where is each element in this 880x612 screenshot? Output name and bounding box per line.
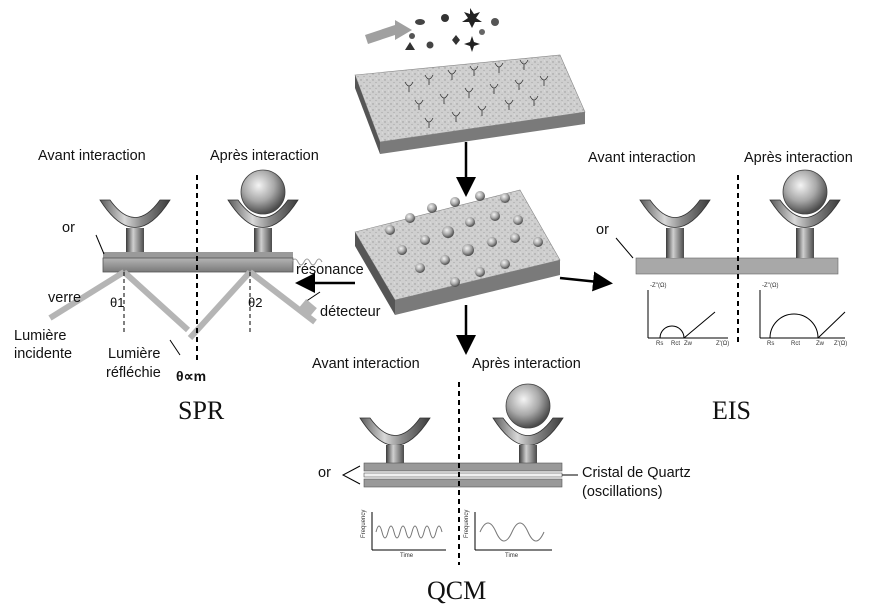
- eis-after-label: Après interaction: [744, 150, 853, 166]
- eis-before-label: Avant interaction: [588, 150, 696, 166]
- spr-title: SPR: [178, 396, 225, 425]
- spr-proportionality: θ∝m: [176, 368, 207, 384]
- spr-or-label: or: [62, 220, 75, 236]
- eis-y-axis-left: -Z''(Ω): [650, 283, 667, 289]
- top-sensor-slab: [354, 54, 586, 154]
- spr-before-label: Avant interaction: [38, 148, 146, 164]
- spr-incident-light-1: Lumière: [14, 328, 67, 344]
- eis-panel: [615, 169, 846, 345]
- eis-zw-right: Zw: [816, 341, 824, 347]
- eis-or-label: or: [596, 222, 609, 238]
- eis-rs-right: Rs: [767, 341, 775, 347]
- qcm-before-label: Avant interaction: [312, 356, 420, 372]
- qcm-y-axis-left: Frequency: [361, 509, 367, 538]
- top-receptors: [404, 59, 549, 128]
- arrow-right: [559, 271, 613, 292]
- spr-incident-light-2: incidente: [14, 346, 73, 362]
- spr-reflected-light-1: Lumière: [108, 346, 161, 362]
- eis-rct-right: Rct: [791, 341, 800, 347]
- spr-detector-label: détecteur: [320, 304, 381, 320]
- qcm-title: QCM: [427, 576, 487, 605]
- qcm-x-axis-left: Time: [400, 553, 414, 559]
- eis-rct-left: Rct: [671, 341, 680, 347]
- spr-verre-label: verre: [48, 290, 82, 306]
- middle-receptors: [385, 191, 543, 287]
- qcm-after-label: Après interaction: [472, 356, 581, 372]
- spr-resonance-label: résonance: [296, 262, 364, 278]
- eis-zw-left: Zw: [684, 341, 692, 347]
- eis-title: EIS: [712, 396, 751, 425]
- qcm-x-axis-right: Time: [505, 553, 519, 559]
- analyte-particles: [365, 8, 499, 52]
- spr-panel: [48, 169, 323, 362]
- eis-x-axis-right: Z'(Ω): [834, 341, 848, 347]
- spr-reflected-light-2: réfléchie: [106, 365, 161, 381]
- spr-after-label: Après interaction: [210, 148, 319, 164]
- qcm-y-axis-right: Frequency: [464, 509, 470, 538]
- qcm-or-label: or: [318, 465, 331, 481]
- middle-sensor-slab: [354, 189, 561, 315]
- eis-x-axis-left: Z'(Ω): [716, 341, 730, 347]
- eis-y-axis-right: -Z''(Ω): [762, 283, 779, 289]
- qcm-crystal-label-1: Cristal de Quartz: [582, 465, 691, 481]
- qcm-crystal-label-2: (oscillations): [582, 484, 663, 500]
- spr-theta2-label: θ2: [248, 295, 263, 310]
- qcm-panel: [341, 382, 578, 565]
- eis-rs-left: Rs: [656, 341, 664, 347]
- spr-theta1-label: θ1: [110, 295, 125, 310]
